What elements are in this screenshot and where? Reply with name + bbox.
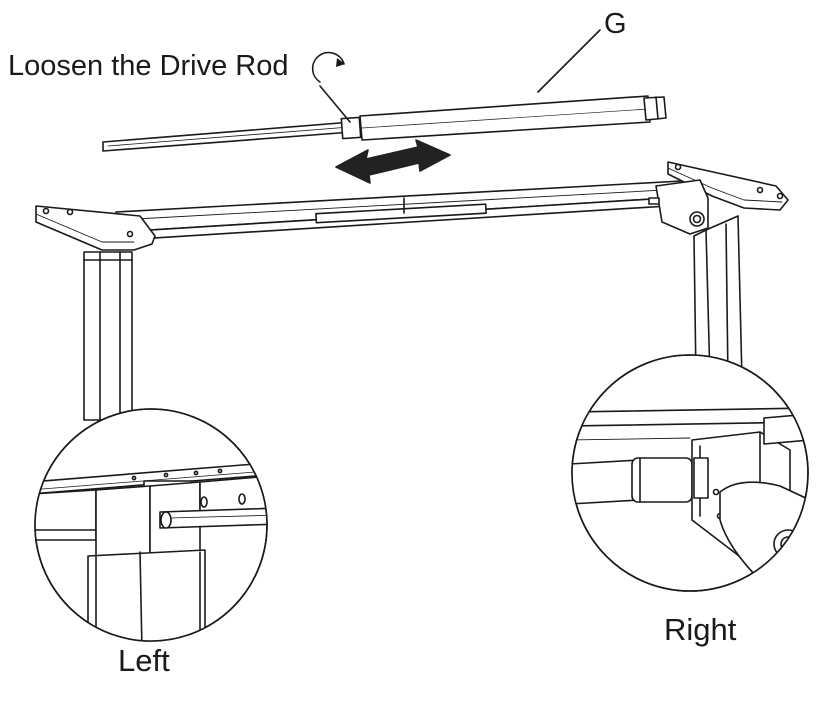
double-arrow-icon [335,139,451,184]
right-leg [693,215,743,381]
rotation-arrow-icon [311,51,351,123]
desk-frame [35,161,789,251]
part-leader-line [537,29,601,93]
left-detail-label: Left [118,643,170,678]
instruction-label: Loosen the Drive Rod [8,50,289,82]
right-detail-zoom [571,354,809,592]
drive-rod [102,95,667,152]
left-detail-zoom [34,408,268,642]
left-leg [83,251,133,421]
part-letter-label: G [604,8,627,40]
right-detail-label: Right [664,612,737,647]
